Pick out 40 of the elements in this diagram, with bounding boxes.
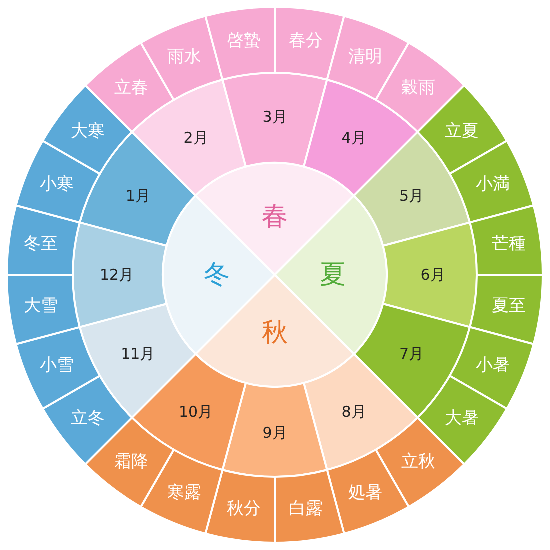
season-label: 夏: [320, 260, 346, 290]
solar-term-label: 立秋: [402, 452, 436, 472]
solar-term-label: 夏至: [492, 296, 526, 316]
solar-term-label: 霜降: [114, 452, 148, 472]
solar-term-label: 大暑: [445, 408, 480, 429]
solar-term-label: 小満: [476, 174, 510, 195]
solar-term-label: 小寒: [40, 174, 74, 195]
month-label: 12月: [100, 266, 134, 284]
solar-term-label: 処暑: [348, 483, 382, 504]
solar-term-label: 大雪: [24, 296, 58, 316]
solar-term-label: 立冬: [70, 408, 105, 429]
solar-term-label: 秋分: [227, 498, 262, 519]
solar-term-label: 春分: [288, 31, 323, 52]
month-label: 1月: [126, 187, 150, 205]
season-label: 春: [262, 202, 288, 232]
solar-term-label: 清明: [348, 46, 382, 67]
month-label: 6月: [420, 266, 446, 284]
solar-term-label: 冬至: [24, 234, 58, 254]
solar-term-label: 雨水: [168, 46, 202, 67]
solar-term-label: 寒露: [168, 483, 202, 504]
month-label: 4月: [342, 129, 366, 148]
season-label: 冬: [204, 260, 230, 290]
month-label: 11月: [121, 345, 156, 363]
month-label: 2月: [184, 129, 208, 148]
month-label: 8月: [342, 402, 366, 421]
season-label: 秋: [262, 318, 288, 348]
solar-term-label: 白露: [288, 498, 323, 519]
solar-term-label: 穀雨: [402, 78, 436, 98]
month-label: 9月: [262, 424, 288, 442]
solar-term-label: 小暑: [476, 355, 510, 376]
solar-term-label: 芒種: [492, 234, 526, 254]
solar-term-label: 小雪: [40, 355, 74, 376]
solar-term-label: 大寒: [70, 121, 105, 142]
month-label: 5月: [400, 187, 424, 205]
solar-term-label: 立春: [114, 78, 148, 98]
month-label: 10月: [178, 402, 214, 421]
month-label: 3月: [262, 108, 288, 126]
solar-term-label: 啓蟄: [227, 31, 262, 52]
solar-term-label: 立夏: [445, 121, 480, 142]
month-label: 7月: [400, 345, 424, 363]
